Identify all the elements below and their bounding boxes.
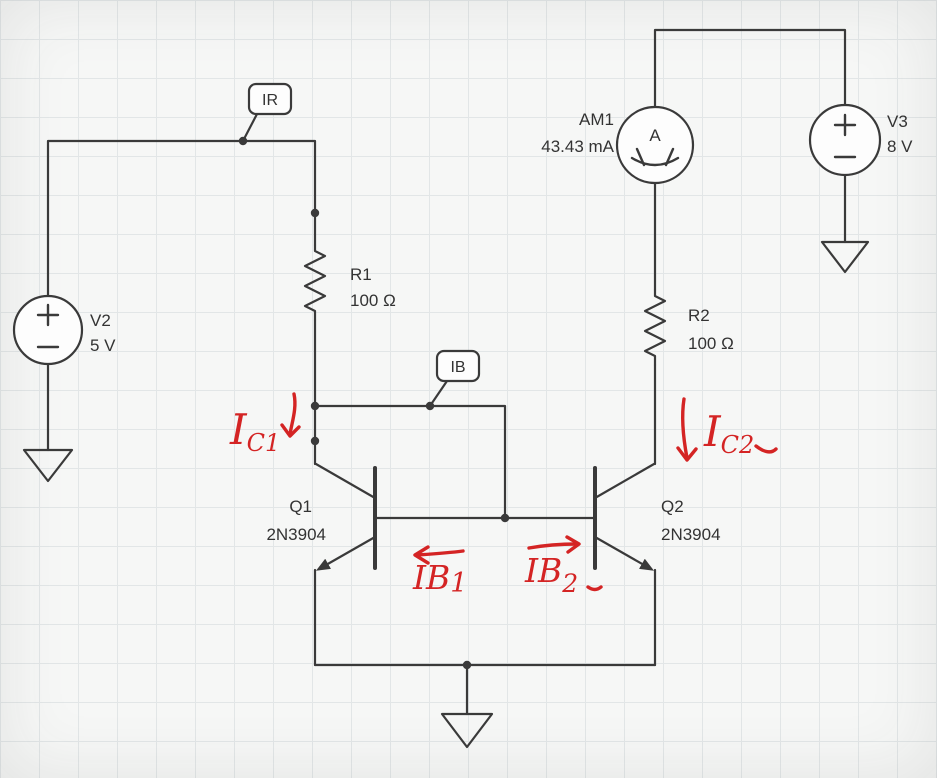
v3-name: V3	[887, 112, 908, 131]
junction-dot	[238, 136, 248, 146]
ground-icon	[440, 712, 494, 749]
r2-name: R2	[688, 306, 710, 325]
label-box	[247, 82, 293, 116]
ib-label: IB	[450, 359, 465, 376]
wire-ib-tap	[313, 404, 507, 520]
voltage-source-v2: V2 5 V	[12, 294, 116, 366]
resistor-icon	[643, 288, 667, 367]
label-callout-line	[430, 379, 449, 405]
q1-part: 2N3904	[266, 525, 326, 544]
resistor-r1: R1 100 Ω	[303, 243, 396, 322]
transistor-emitter-arrow	[593, 535, 655, 571]
handwritten-annotations: IC1 IC2 IB1 IB2	[229, 392, 778, 599]
ic2-arrowhead-icon	[676, 446, 698, 462]
v2-value: 5 V	[90, 336, 116, 355]
transistor-emitter-arrow	[315, 535, 377, 571]
plus-minus-icon	[36, 303, 60, 349]
transistor-q1: Q1 2N3904	[266, 462, 377, 571]
ib2-tail-stroke	[586, 585, 603, 592]
label-callout-line	[242, 112, 259, 141]
label-box	[435, 349, 481, 383]
junction-dot	[462, 660, 472, 670]
voltage-source-icon	[808, 103, 882, 177]
ic1-arrow-icon	[288, 392, 297, 436]
ib2-arrow-icon	[527, 542, 579, 550]
ic1-arrowhead-icon	[280, 423, 301, 438]
junction-dot	[500, 513, 510, 523]
q1-name: Q1	[289, 497, 312, 516]
meter-scale-icon	[630, 156, 680, 167]
v3-value: 8 V	[887, 137, 913, 156]
annotation-ic1: IC1	[229, 405, 280, 457]
r1-name: R1	[350, 265, 372, 284]
ib1-arrow-icon	[415, 549, 465, 557]
ib2-arrowhead-icon	[565, 535, 581, 554]
wire-v2-to-r1	[46, 139, 317, 298]
meter-needle-icon	[635, 147, 675, 167]
resistor-icon	[303, 243, 327, 322]
transistor-collector	[593, 462, 656, 500]
voltage-source-v3: V3 8 V	[808, 103, 913, 177]
r2-value: 100 Ω	[688, 334, 734, 353]
ground-symbols	[22, 240, 870, 749]
resistor-r2: R2 100 Ω	[643, 288, 734, 367]
transistor-collector	[314, 462, 377, 500]
transistor-q2: Q2 2N3904	[593, 462, 721, 571]
ground-icon	[820, 240, 870, 274]
junction-dot	[310, 208, 320, 218]
ib1-arrowhead-icon	[413, 545, 430, 565]
ic2-tail-stroke	[754, 444, 778, 454]
junction-dot	[310, 401, 320, 411]
wire-am1-to-v3	[653, 28, 847, 109]
voltage-source-icon	[12, 294, 84, 366]
plus-minus-icon	[833, 113, 857, 159]
r1-value: 100 Ω	[350, 291, 396, 310]
wire-label-ib: IB	[430, 349, 481, 405]
ir-label: IR	[262, 92, 278, 109]
v2-name: V2	[90, 311, 111, 330]
ammeter-letter: A	[649, 126, 661, 145]
am1-name: AM1	[579, 110, 614, 129]
ammeter-icon	[615, 105, 695, 185]
q2-part: 2N3904	[661, 525, 721, 544]
annotation-ic2: IC2	[703, 407, 754, 459]
ic2-arrow-icon	[681, 397, 689, 460]
annotation-ib2: IB2	[524, 551, 578, 598]
wire-label-ir: IR	[242, 82, 293, 141]
wire-network	[46, 28, 847, 716]
am1-reading: 43.43 mA	[541, 137, 614, 156]
q2-name: Q2	[661, 497, 684, 516]
junction-dot	[310, 436, 320, 446]
annotation-ib1: IB1	[412, 558, 467, 599]
ground-icon	[22, 448, 74, 483]
ammeter-am1: A AM1 43.43 mA	[541, 105, 695, 185]
junction-dots	[238, 136, 510, 670]
